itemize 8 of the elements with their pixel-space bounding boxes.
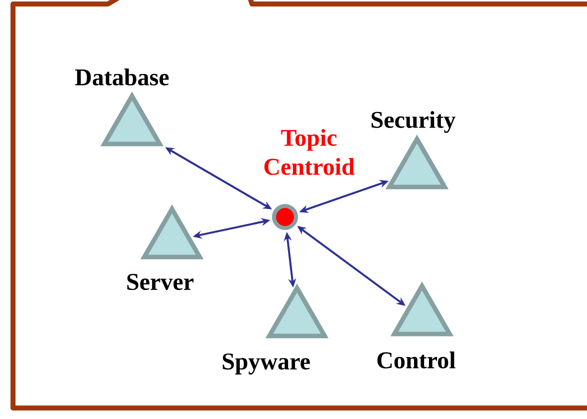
triangle-node: Database xyxy=(75,68,169,146)
node-label: Spyware xyxy=(222,353,310,375)
node-label: Database xyxy=(75,68,169,86)
node-label: Server xyxy=(127,274,194,290)
node-label: Topic Centroid xyxy=(264,129,355,175)
node-label: Control xyxy=(377,352,456,368)
triangle-node: Security xyxy=(372,111,456,190)
node-label: Security xyxy=(372,111,456,133)
